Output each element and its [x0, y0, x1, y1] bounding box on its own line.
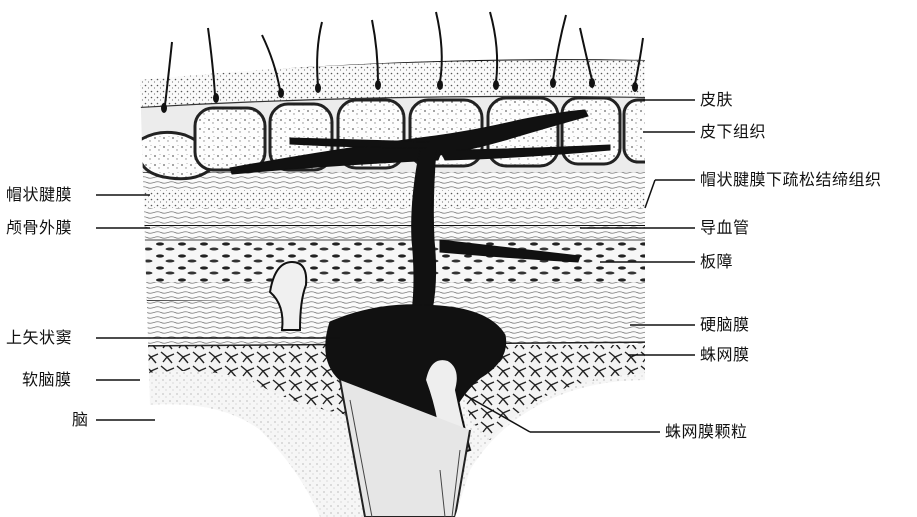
label-emissary-vein: 导血管 [700, 219, 750, 237]
label-superior-sagittal-sinus: 上矢状窦 [6, 329, 72, 347]
label-subgaleal-loose-tissue: 帽状腱膜下疏松结缔组织 [700, 171, 882, 189]
label-diploe: 板障 [700, 253, 733, 271]
label-pia-mater: 软脑膜 [22, 371, 72, 389]
label-dura-mater: 硬脑膜 [700, 316, 750, 334]
diploe-layer [130, 240, 670, 282]
label-arachnoid-granulation: 蛛网膜颗粒 [665, 423, 748, 441]
label-subcutaneous-tissue: 皮下组织 [700, 123, 766, 141]
label-pericranium: 颅骨外膜 [6, 219, 72, 237]
tissue-block [130, 59, 670, 517]
label-arachnoid: 蛛网膜 [700, 346, 750, 364]
label-galea: 帽状腱膜 [6, 186, 72, 204]
label-brain: 脑 [72, 411, 89, 429]
label-skin: 皮肤 [700, 91, 733, 109]
